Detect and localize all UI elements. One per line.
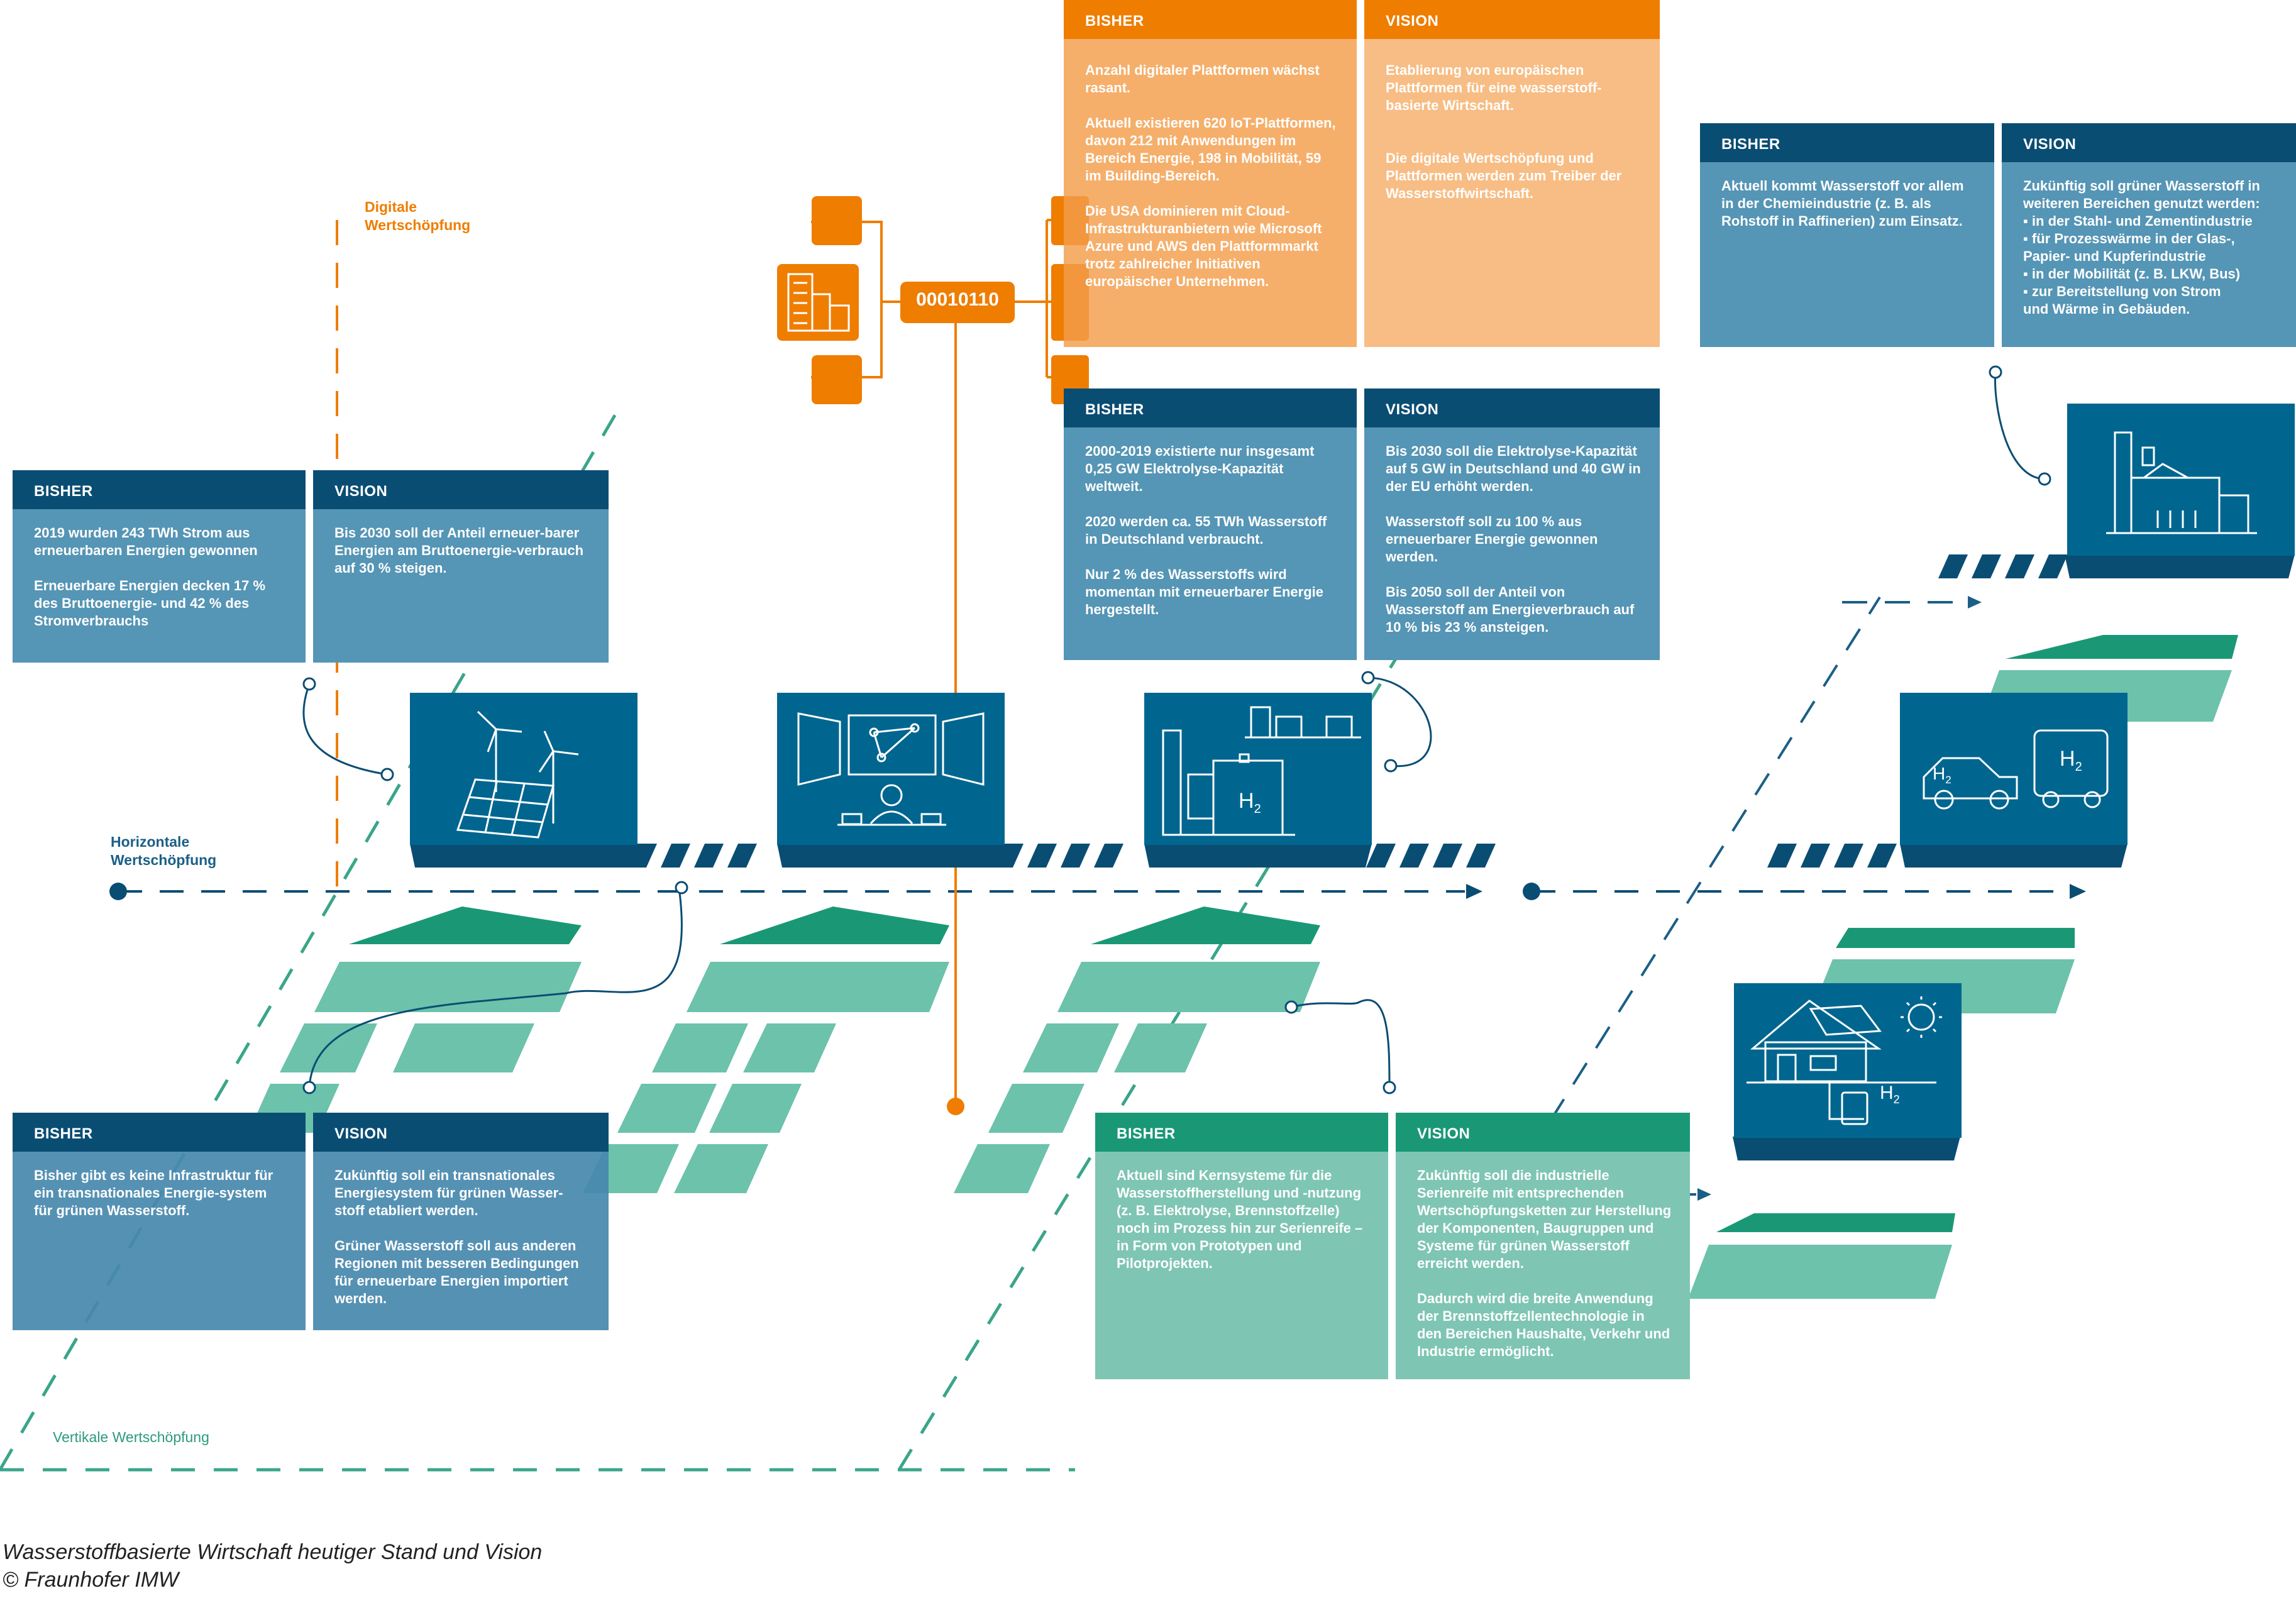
card-header: BISHER — [1064, 388, 1357, 427]
card-text: Zukünftig soll ein transnationales Energ… — [334, 1167, 563, 1218]
h2-factory-icon — [1162, 706, 1361, 836]
serien-bisher-card: BISHER Aktuell sind Kernsysteme für die … — [1095, 1113, 1388, 1379]
card-text: Aktuell sind Kernsysteme für die Wassers… — [1117, 1167, 1363, 1271]
industrie-vision-card: VISION Zukünftig soll grüner Wasserstoff… — [2002, 123, 2296, 347]
card-text: Bis 2030 soll die Elektrolyse-Kapazität … — [1386, 443, 1641, 494]
infra-vision-card: VISION Zukünftig soll ein transnationale… — [313, 1113, 609, 1330]
card-text: Bis 2050 soll der Anteil von Wasserstoff… — [1386, 584, 1635, 635]
card-text: Bisher gibt es keine Infrastruktur für e… — [34, 1167, 273, 1218]
card-header: BISHER — [13, 1113, 306, 1152]
horizontal-axis-start-dot — [109, 883, 127, 900]
vertical-axis-label: Vertikale Wertschöpfung — [53, 1429, 209, 1445]
card-text: Grüner Wasserstoff soll aus anderen Regi… — [334, 1238, 579, 1306]
digital-axis-label: Digitale Wertschöpfung — [365, 199, 471, 233]
card-text: Erneuerbare Energien decken 17 % des Bru… — [34, 578, 266, 629]
card-text: Wasserstoff soll zu 100 % aus erneuerbar… — [1386, 514, 1598, 565]
elektrolyse-bisher-card: BISHER 2000-2019 existierte nur insgesam… — [1064, 388, 1357, 660]
card-text: 2019 wurden 243 TWh Strom aus erneuerbar… — [34, 525, 258, 558]
card-text: Die USA dominieren mit Cloud-Infrastrukt… — [1085, 203, 1322, 289]
card-text: Bis 2030 soll der Anteil erneuer-barer E… — [334, 525, 584, 576]
figure-caption: Wasserstoffbasierte Wirtschaft heutiger … — [3, 1540, 543, 1564]
horizontal-axis-arrowhead — [1466, 884, 1482, 899]
horizontal-axis-label: Horizontale Wertschöpfung — [111, 834, 217, 868]
card-text: Die digitale Wertschöpfung und Plattform… — [1386, 150, 1622, 201]
card-text: Dadurch wird die breite Anwendung der Br… — [1417, 1291, 1670, 1359]
horizontal-axis-mid-dot — [1523, 883, 1540, 900]
building-icon — [787, 273, 850, 332]
industrie-bisher-card: BISHER Aktuell kommt Wasserstoff vor all… — [1700, 123, 1994, 347]
digital-bisher-card: BISHER Anzahl digitaler Plattformen wäch… — [1064, 0, 1357, 347]
binary-label: 00010110 — [916, 289, 999, 310]
card-text: Nur 2 % des Wasserstoffs wird momentan m… — [1085, 566, 1324, 617]
card-text: Anzahl digitaler Plattformen wächst rasa… — [1085, 62, 1320, 96]
figure-copyright: © Fraunhofer IMW — [3, 1568, 179, 1592]
horizontal-axis-arrowhead-right — [2070, 884, 2086, 899]
card-header: VISION — [1364, 388, 1660, 427]
green-platforms-digital — [583, 906, 949, 1193]
card-header: VISION — [1396, 1113, 1690, 1152]
card-header: BISHER — [13, 470, 306, 509]
card-header: VISION — [2002, 123, 2296, 162]
blue-short-arrowhead — [1968, 596, 1982, 609]
industry-factory-icon — [2106, 431, 2257, 534]
card-text: Zukünftig soll die industrielle Serienre… — [1417, 1167, 1672, 1271]
card-header: BISHER — [1095, 1113, 1388, 1152]
infra-bisher-card: BISHER Bisher gibt es keine Infrastruktu… — [13, 1113, 306, 1330]
house-solar-icon — [1747, 996, 1942, 1125]
green-short-arrowhead — [1697, 1188, 1711, 1201]
energie-vision-card: VISION Bis 2030 soll der Anteil erneuer-… — [313, 470, 609, 663]
connector-lines — [302, 372, 2045, 1088]
blue-diagonal-line — [1526, 596, 1881, 1158]
card-text: Etablierung von europäischen Plattformen… — [1386, 62, 1602, 113]
network-screen-icon — [797, 712, 985, 826]
digital-platform-cluster — [777, 196, 1089, 1115]
digital-vision-card: VISION Etablierung von europäischen Plat… — [1364, 0, 1660, 347]
card-text: 2020 werden ca. 55 TWh Wasserstoff in De… — [1085, 514, 1327, 547]
elektrolyse-vision-card: VISION Bis 2030 soll die Elektrolyse-Kap… — [1364, 388, 1660, 660]
wind-solar-icon — [456, 710, 579, 839]
card-header: BISHER — [1064, 0, 1357, 39]
digital-platform-box — [777, 693, 1005, 868]
card-header: BISHER — [1700, 123, 1994, 162]
card-text: Aktuell kommt Wasserstoff vor allem in d… — [1721, 178, 1964, 229]
electrolysis-box — [1144, 693, 1372, 868]
green-platforms-energy — [248, 906, 582, 1133]
serien-vision-card: VISION Zukünftig soll die industrielle S… — [1396, 1113, 1690, 1379]
industry-box — [2065, 404, 2295, 578]
card-text: Aktuell existieren 620 IoT-Plattformen, … — [1085, 115, 1336, 184]
card-text: Zukünftig soll grüner Wasserstoff in wei… — [2023, 178, 2260, 317]
card-header: VISION — [1364, 0, 1660, 39]
wind-solar-box — [410, 693, 638, 868]
mobility-box — [1900, 693, 2128, 868]
card-text: 2000-2019 existierte nur insgesamt 0,25 … — [1085, 443, 1315, 494]
energie-bisher-card: BISHER 2019 wurden 243 TWh Strom aus ern… — [13, 470, 306, 663]
card-header: VISION — [313, 1113, 609, 1152]
h2-vehicles-icon — [1923, 729, 2109, 810]
connector-dots — [302, 365, 2051, 1094]
green-platforms-electrolysis — [954, 906, 1320, 1193]
household-box — [1733, 983, 1962, 1160]
card-header: VISION — [313, 470, 609, 509]
truck-h2-label: H2 — [2060, 747, 2082, 774]
